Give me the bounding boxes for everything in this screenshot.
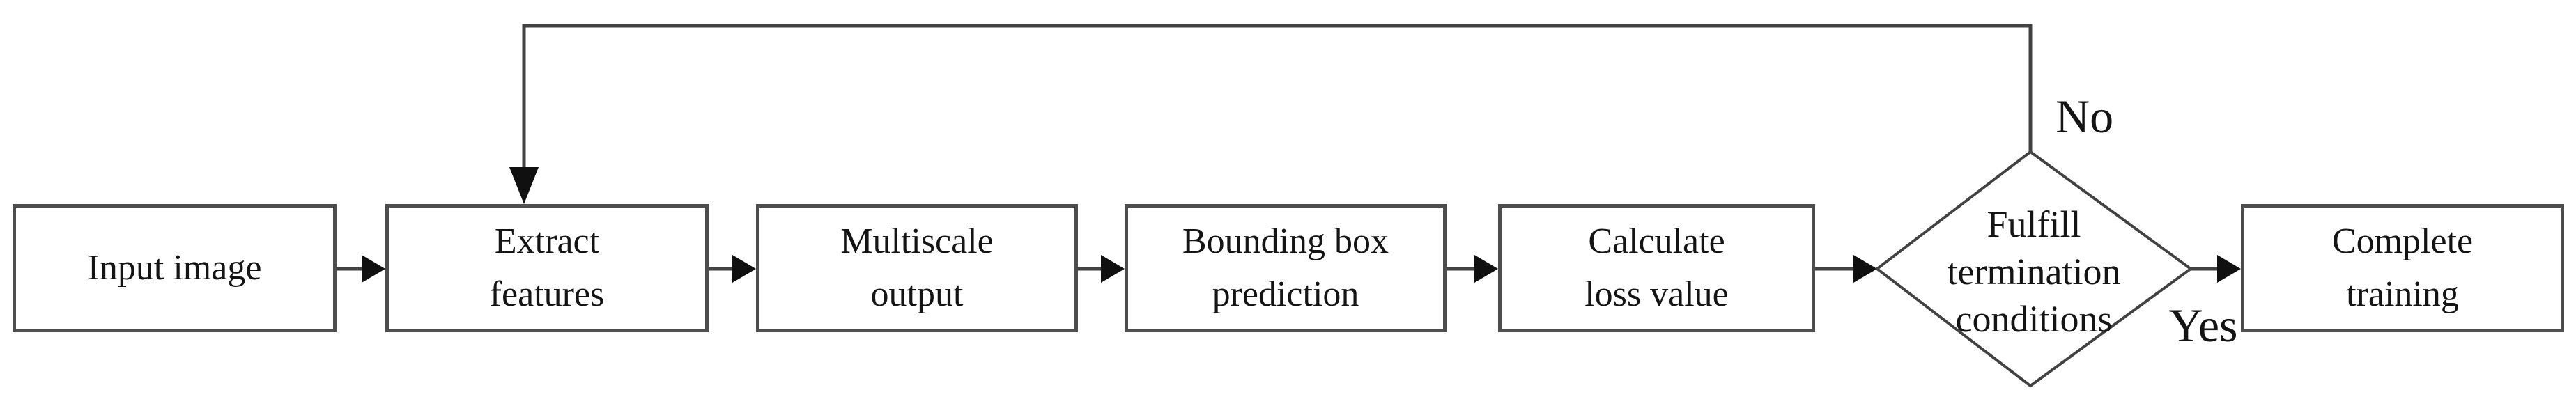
node-label: Complete training (2331, 221, 2474, 314)
node-calculate-loss-value: Calculate loss value (1498, 204, 1815, 332)
arrowhead-icon (1853, 255, 1877, 283)
node-label: Extract features (489, 221, 605, 314)
node-bounding-box-prediction: Bounding box prediction (1125, 204, 1447, 332)
node-label: Bounding box prediction (1182, 221, 1389, 314)
node-extract-features: Extract features (385, 204, 709, 332)
arrow-extract-to-multiscale (709, 255, 756, 283)
feedback-line-no (522, 24, 2033, 171)
arrowhead-icon (2217, 255, 2241, 283)
arrowhead-icon (362, 255, 385, 283)
node-label: Calculate loss value (1584, 221, 1729, 314)
arrowhead-icon (1474, 255, 1498, 283)
node-label: Multiscale output (840, 221, 994, 314)
node-complete-training: Complete training (2241, 204, 2564, 332)
arrow-input-to-extract (337, 255, 385, 283)
node-input-image: Input image (13, 204, 337, 332)
node-multiscale-output: Multiscale output (756, 204, 1078, 332)
arrow-loss-to-decision (1815, 255, 1877, 283)
arrowhead-icon (732, 255, 756, 283)
edge-label-yes: Yes (2168, 299, 2238, 352)
arrowhead-icon (1101, 255, 1125, 283)
arrow-multiscale-to-bbox (1078, 255, 1125, 283)
edge-label-no: No (2056, 90, 2114, 143)
node-fulfill-termination-conditions: Fulfill termination conditions (1947, 203, 2121, 341)
feedback-arrowhead-icon (509, 167, 539, 204)
node-label: Input image (87, 248, 262, 288)
arrow-bbox-to-loss (1447, 255, 1498, 283)
arrow-decision-to-complete (2191, 255, 2241, 283)
